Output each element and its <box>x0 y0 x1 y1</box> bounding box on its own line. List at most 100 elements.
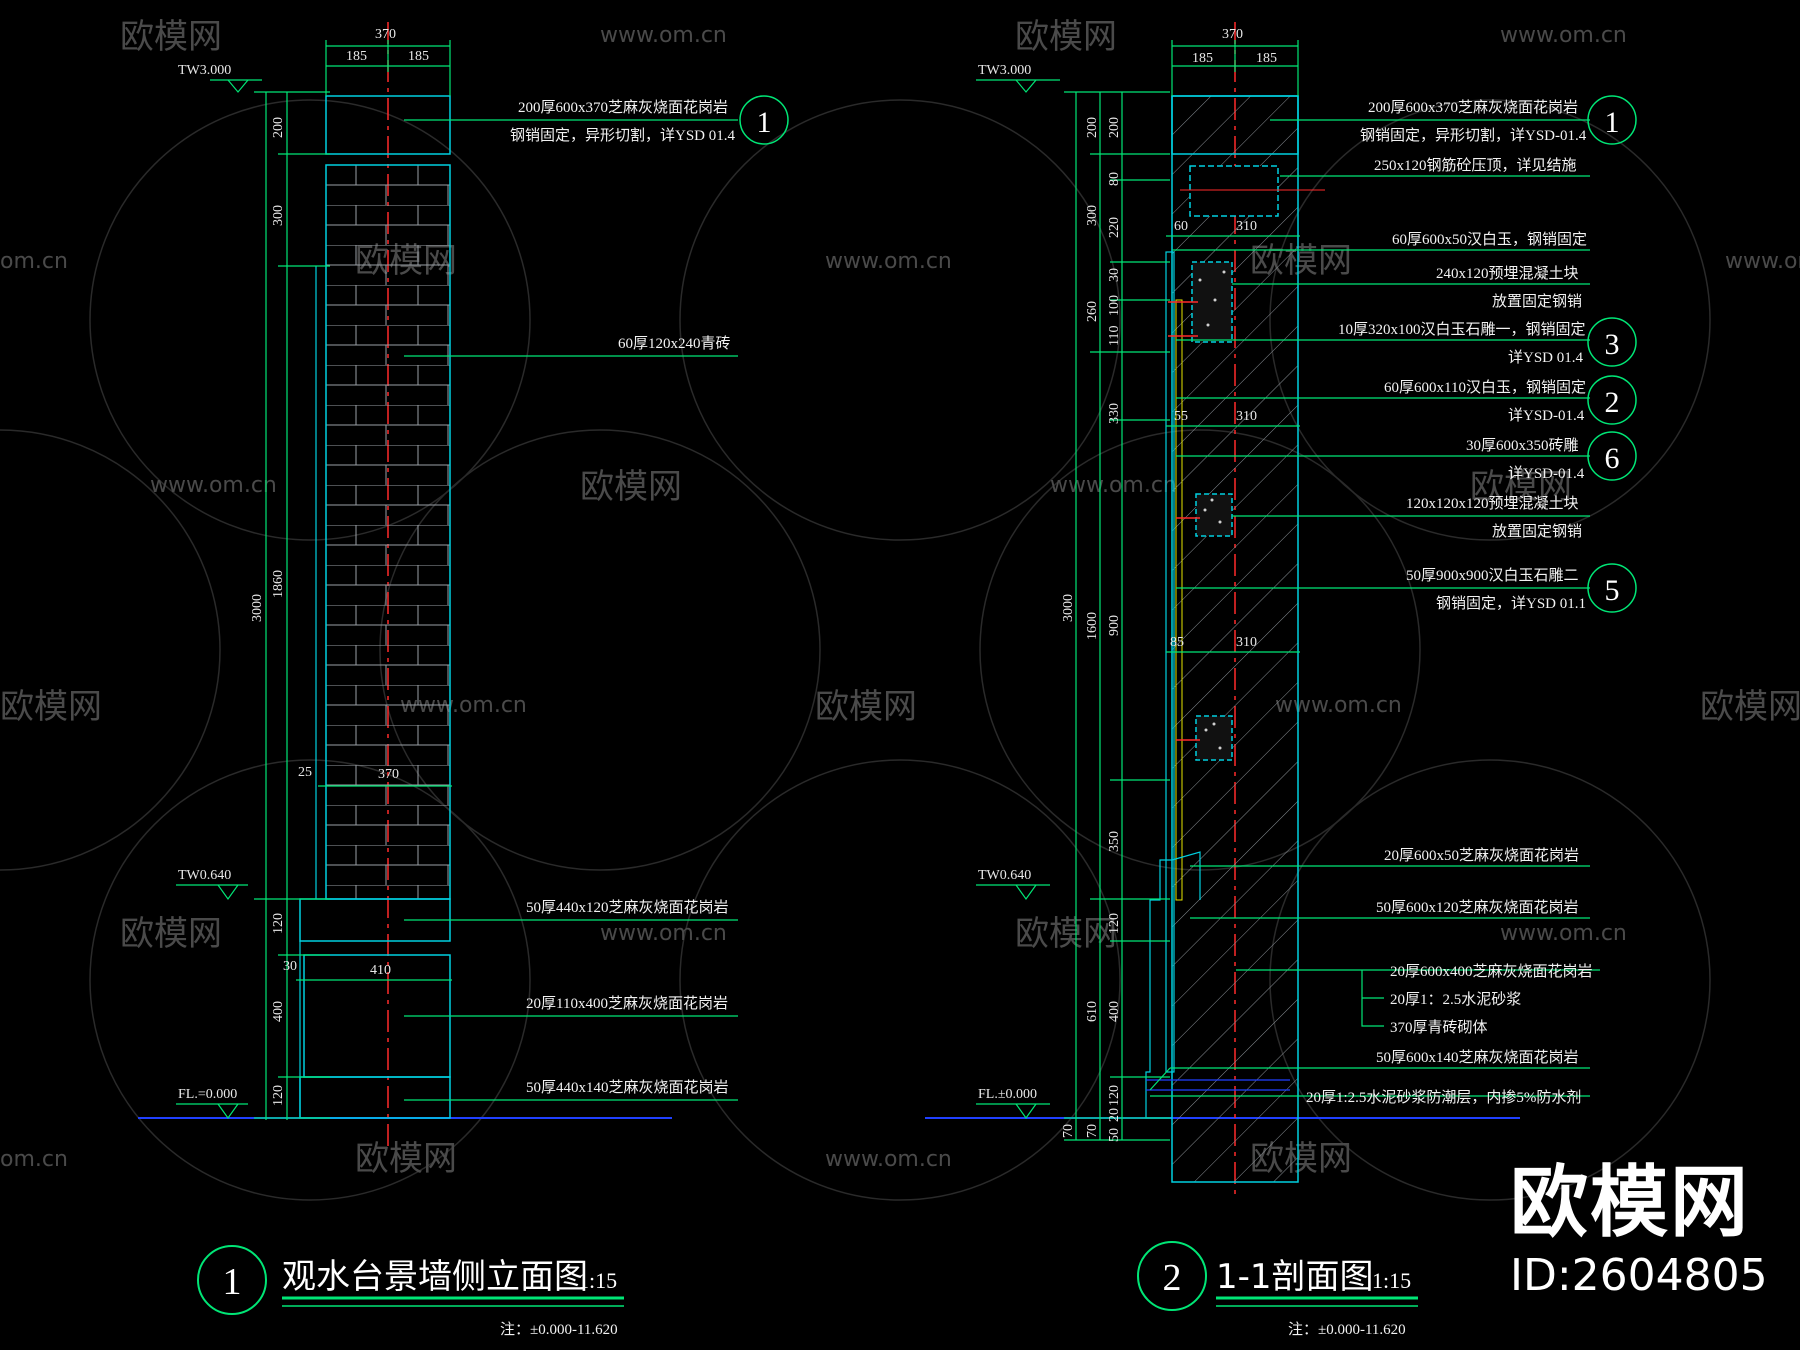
left-note-5: 50厚440x140芝麻灰烧面花岗岩 <box>526 1079 729 1096</box>
dim-120: 120 <box>271 913 286 934</box>
r-dim-370: 370 <box>1222 27 1243 42</box>
wm-brand: 欧模网 <box>355 1139 457 1179</box>
brand-id: ID:2604805 <box>1510 1250 1768 1301</box>
r-dim-185b: 185 <box>1256 51 1277 66</box>
r-note-8a: 120x120x120预埋混凝土块 <box>1406 495 1579 512</box>
left-title-name: 观水台景墙侧立面图 <box>282 1257 588 1297</box>
dim-400: 400 <box>271 1001 286 1022</box>
wm-brand: 欧模网 <box>1015 17 1117 57</box>
dim-3000: 3000 <box>250 594 265 622</box>
r-dim-20: 20 <box>1107 1108 1122 1122</box>
wm-brand: 欧模网 <box>120 914 222 954</box>
dim-1860: 1860 <box>271 570 286 598</box>
r-dim-100: 100 <box>1107 295 1122 316</box>
embedded-block-2 <box>1195 493 1233 537</box>
r-dim-50: 50 <box>1107 1128 1122 1142</box>
right-title-name: 1-1剖面图 <box>1216 1257 1374 1297</box>
r-note-9b: 钢销固定，详YSD 01.1 <box>1436 595 1586 612</box>
wm-url: www.om.cn <box>1500 23 1627 48</box>
r-bubble-1: 1 <box>1605 106 1620 139</box>
left-note-1a: 200厚600x370芝麻灰烧面花岗岩 <box>518 99 728 116</box>
r-dim-330: 330 <box>1107 403 1122 424</box>
r-bubble-5: 5 <box>1605 574 1620 607</box>
wall-section <box>1171 95 1299 1183</box>
dim-25: 25 <box>298 765 312 780</box>
section-coping <box>1171 95 1299 155</box>
level-fl: FL.=0.000 <box>178 1087 237 1102</box>
facing-layer <box>1165 251 1175 1073</box>
r-dim-30: 30 <box>1107 268 1122 282</box>
steel-pins <box>1168 301 1200 741</box>
wm-url: om.cn <box>0 249 68 274</box>
wm-brand: 欧模网 <box>0 687 102 727</box>
wm-brand: 欧模网 <box>120 17 222 57</box>
wm-url: www.om.cn <box>150 473 277 498</box>
right-level-markers <box>976 79 1060 1120</box>
wm-url: www.om.cn <box>825 1147 952 1172</box>
right-section-drawing: TW3.000 TW0.640 FL.±0.000 370 185 185 60… <box>925 22 1637 1338</box>
r-dim-300: 300 <box>1085 205 1100 226</box>
r-dim-1600: 1600 <box>1085 612 1100 640</box>
left-note-2: 60厚120x240青砖 <box>618 335 731 352</box>
r-dim-85: 85 <box>1170 635 1184 650</box>
left-vertical-dims <box>254 40 452 1120</box>
coping-stone <box>325 95 451 155</box>
wm-url: www.om.cn <box>600 23 727 48</box>
dim-370-mid: 370 <box>378 767 399 782</box>
dim-120-b: 120 <box>271 1085 286 1106</box>
wm-url: www.om.cn <box>1500 921 1627 946</box>
r-note-7a: 30厚600x350砖雕 <box>1466 437 1579 454</box>
wm-brand: 欧模网 <box>580 467 682 507</box>
dim-30: 30 <box>283 959 297 974</box>
left-note-3: 50厚440x120芝麻灰烧面花岗岩 <box>526 899 729 916</box>
r-note-9a: 50厚900x900汉白玉石雕二 <box>1406 567 1579 584</box>
dim-185-a: 185 <box>346 49 367 64</box>
right-title-scale: 1:15 <box>1372 1268 1411 1293</box>
left-title-note: 注：±0.000-11.620 <box>500 1321 618 1338</box>
r-note-13: 20厚1：2.5水泥砂浆 <box>1390 990 1521 1008</box>
r-dim-120: 120 <box>1107 913 1122 934</box>
left-detail-bubble <box>739 95 789 145</box>
right-detail-bubbles <box>1587 95 1637 613</box>
r-dim-260: 260 <box>1085 301 1100 322</box>
left-title-scale: 1:15 <box>578 1268 617 1293</box>
rc-coping-beam <box>1189 165 1279 217</box>
right-leaders <box>1149 119 1600 1097</box>
brick-wall <box>325 164 451 900</box>
dim-300: 300 <box>271 205 286 226</box>
r-note-3: 60厚600x50汉白玉，钢销固定 <box>1392 231 1587 248</box>
r-level-tw3: TW3.000 <box>978 63 1031 78</box>
r-note-12: 20厚600x400芝麻灰烧面花岗岩 <box>1390 963 1593 980</box>
left-title-num: 1 <box>223 1261 242 1303</box>
brand-name: 欧模网 <box>1510 1158 1751 1248</box>
base-profile <box>1145 851 1290 1119</box>
wm-brand: 欧模网 <box>1700 687 1800 727</box>
dim-200: 200 <box>271 117 286 138</box>
r-dim-310c: 310 <box>1236 635 1257 650</box>
wm-brand: 欧模网 <box>1015 914 1117 954</box>
r-note-1b: 钢销固定，异形切割，详YSD-01.4 <box>1360 127 1587 144</box>
left-elevation-drawing: TW3.000 TW0.640 FL.=0.000 370 185 185 20… <box>138 22 789 1338</box>
left-level-markers <box>176 79 262 1120</box>
r-dim-310a: 310 <box>1236 219 1257 234</box>
r-dim-80: 80 <box>1107 172 1122 186</box>
brand-stamp: 欧模网 ID:2604805 <box>1510 1160 1768 1306</box>
r-note-5a: 10厚320x100汉白玉石雕一，钢销固定 <box>1338 321 1586 338</box>
r-note-15: 50厚600x140芝麻灰烧面花岗岩 <box>1376 1049 1579 1066</box>
wm-url: www.om.cn <box>600 921 727 946</box>
level-tw064: TW0.640 <box>178 868 231 883</box>
left-note-4: 20厚110x400芝麻灰烧面花岗岩 <box>526 995 728 1012</box>
r-dim-60: 60 <box>1174 219 1188 234</box>
r-level-fl: FL.±0.000 <box>978 1087 1037 1102</box>
r-note-4b: 放置固定钢销 <box>1492 293 1582 310</box>
r-dim-200a: 200 <box>1107 117 1122 138</box>
base-course-3 <box>299 1076 451 1119</box>
r-dim-310b: 310 <box>1236 409 1257 424</box>
r-bubble-3: 3 <box>1605 328 1620 361</box>
right-title-num: 2 <box>1163 1257 1182 1299</box>
r-note-16: 20厚1:2.5水泥砂浆防潮层，内掺5%防水剂 <box>1306 1088 1581 1106</box>
r-note-6a: 60厚600x110汉白玉，钢销固定 <box>1384 379 1586 396</box>
wm-url: www.om.cn <box>825 249 952 274</box>
r-dim-185a: 185 <box>1192 51 1213 66</box>
